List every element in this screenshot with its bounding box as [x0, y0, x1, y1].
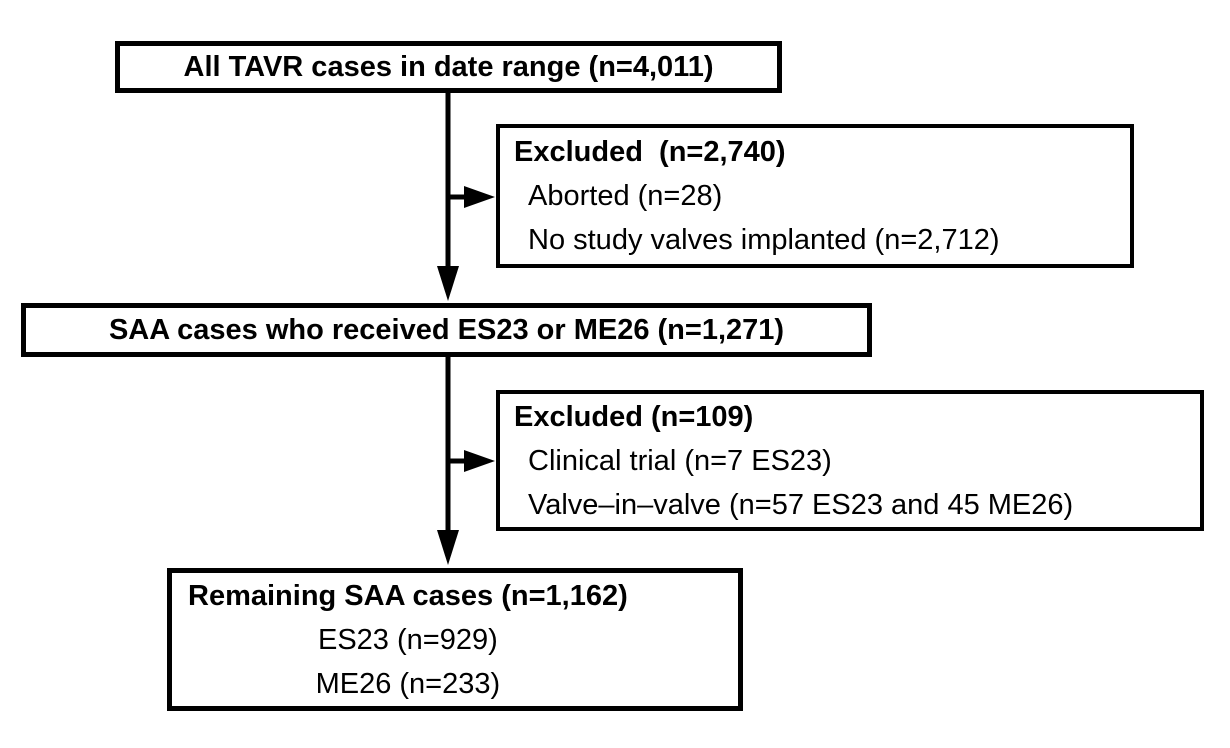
- box-all-tavr-cases: All TAVR cases in date range (n=4,011): [115, 41, 782, 93]
- remaining-saa-item-me26: ME26 (n=233): [315, 667, 501, 700]
- box-excluded-second: Excluded (n=109) Clinical trial (n=7 ES2…: [496, 390, 1204, 531]
- excluded-second-header: Excluded (n=109): [514, 400, 754, 433]
- box-all-tavr-cases-label: All TAVR cases in date range (n=4,011): [183, 50, 714, 83]
- excluded-second-item-valve-in-valve: Valve–in–valve (n=57 ES23 and 45 ME26): [528, 488, 1074, 521]
- arrow-middle-to-bottom-head-icon: [437, 530, 459, 565]
- box-excluded-first: Excluded (n=2,740) Aborted (n=28) No stu…: [496, 124, 1134, 268]
- excluded-first-item-no-study-valves: No study valves implanted (n=2,712): [528, 224, 1000, 256]
- remaining-saa-header: Remaining SAA cases (n=1,162): [188, 579, 628, 612]
- arrow-top-to-middle-head-icon: [437, 266, 459, 301]
- box-saa-cases: SAA cases who received ES23 or ME26 (n=1…: [21, 303, 872, 357]
- remaining-saa-content: Remaining SAA cases (n=1,162) ES23 (n=92…: [188, 574, 628, 706]
- excluded-first-header: Excluded (n=2,740): [514, 136, 786, 168]
- excluded-second-item-clinical-trial: Clinical trial (n=7 ES23): [528, 444, 832, 477]
- box-saa-cases-label: SAA cases who received ES23 or ME26 (n=1…: [108, 313, 785, 346]
- remaining-saa-item-es23: ES23 (n=929): [317, 623, 498, 656]
- arrow-branch-excluded1-head-icon: [464, 186, 495, 208]
- excluded-first-item-aborted: Aborted (n=28): [528, 180, 723, 212]
- box-remaining-saa-cases: Remaining SAA cases (n=1,162) ES23 (n=92…: [167, 568, 743, 711]
- arrow-branch-excluded2-head-icon: [464, 450, 495, 472]
